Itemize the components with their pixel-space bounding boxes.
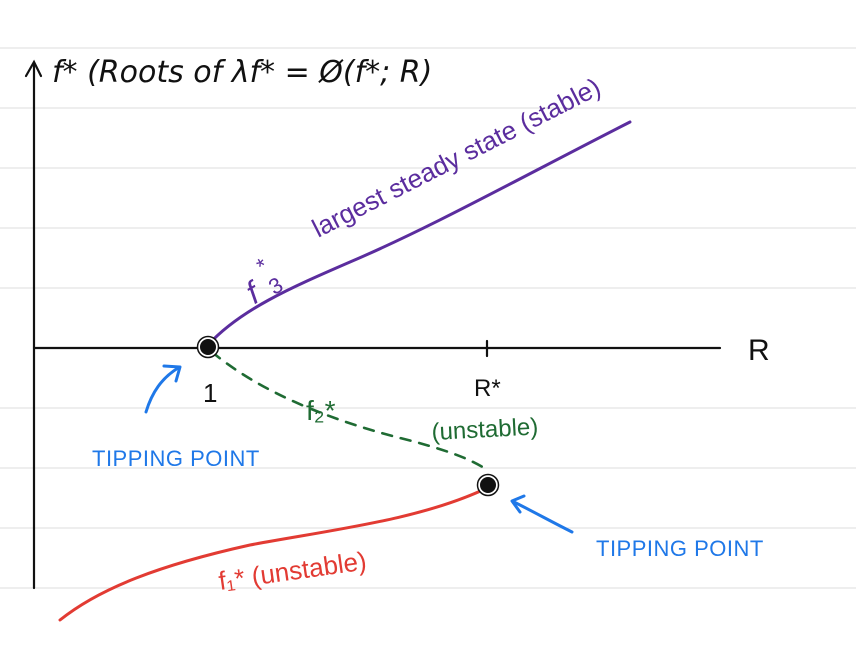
tipping-point-dot-left bbox=[198, 337, 218, 357]
tipping-arrow-right bbox=[510, 494, 574, 534]
branch-f3-curve bbox=[206, 120, 632, 347]
tipping-point-dot-left-ring bbox=[196, 335, 220, 359]
arrow-left-shaft bbox=[144, 366, 180, 414]
tipping-arrow-left bbox=[144, 364, 182, 414]
arrow-right-shaft bbox=[512, 500, 574, 534]
tick-label-rstar: R* bbox=[474, 375, 501, 402]
y-axis-arrow bbox=[24, 59, 43, 78]
tick-label-1: 1 bbox=[203, 378, 217, 408]
tipping-point-dot-right-ring bbox=[476, 473, 500, 497]
tipping-point-label-right: TIPPING POINT bbox=[596, 536, 764, 561]
branch-f3-subscript: 3 bbox=[264, 272, 287, 300]
tipping-point-dot-right bbox=[478, 475, 498, 495]
x-axis-label: R bbox=[748, 334, 770, 367]
arrow-left-head bbox=[162, 364, 182, 383]
diagram-title: f* (Roots of λf* = Ø(f*; R) bbox=[52, 55, 432, 90]
arrow-right-head bbox=[510, 494, 526, 514]
branch-f2-curve bbox=[210, 350, 489, 472]
branch-f2-label: f₂* bbox=[306, 395, 336, 426]
tipping-point-label-left: TIPPING POINT bbox=[92, 446, 260, 471]
axes bbox=[24, 59, 722, 590]
branch-f2-stability: (unstable) bbox=[431, 413, 539, 446]
ruled-lines bbox=[0, 47, 856, 589]
branch-f3-label-group: f * 3 bbox=[240, 253, 288, 311]
branch-f1-curve bbox=[58, 486, 489, 622]
